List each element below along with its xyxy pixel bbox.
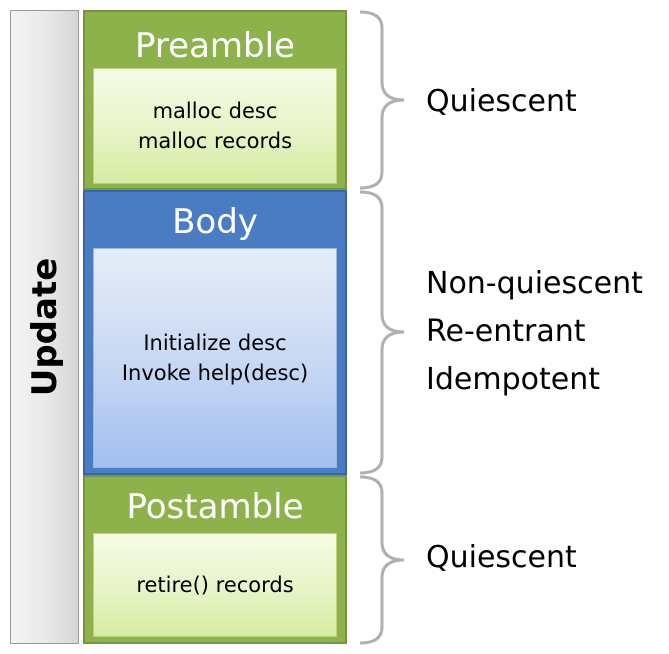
preamble-box: malloc desc malloc records [93, 68, 337, 184]
body-brace-icon [359, 190, 405, 475]
postamble-stage: Postamble retire() records [83, 475, 347, 644]
postamble-property: Quiescent [426, 540, 577, 575]
preamble-stage: Preamble malloc desc malloc records [83, 10, 347, 190]
postamble-title: Postamble [126, 487, 304, 527]
body-property-non-quiescent: Non-quiescent [426, 266, 643, 301]
postamble-brace-icon [359, 475, 405, 645]
preamble-line: malloc desc [152, 99, 278, 123]
body-title: Body [172, 202, 258, 242]
body-box: Initialize desc Invoke help(desc) [93, 248, 337, 468]
preamble-title: Preamble [135, 26, 295, 66]
update-label: Update [24, 257, 65, 397]
body-line: Initialize desc [143, 331, 287, 355]
preamble-property: Quiescent [426, 84, 577, 119]
preamble-brace-icon [359, 10, 405, 190]
postamble-line: retire() records [136, 573, 294, 597]
body-property-re-entrant: Re-entrant [426, 314, 586, 349]
update-sidebar: Update [10, 10, 79, 644]
body-property-idempotent: Idempotent [426, 362, 600, 397]
preamble-line: malloc records [137, 129, 293, 153]
postamble-box: retire() records [93, 533, 337, 637]
body-stage: Body Initialize desc Invoke help(desc) [83, 190, 347, 475]
body-line: Invoke help(desc) [121, 361, 309, 385]
